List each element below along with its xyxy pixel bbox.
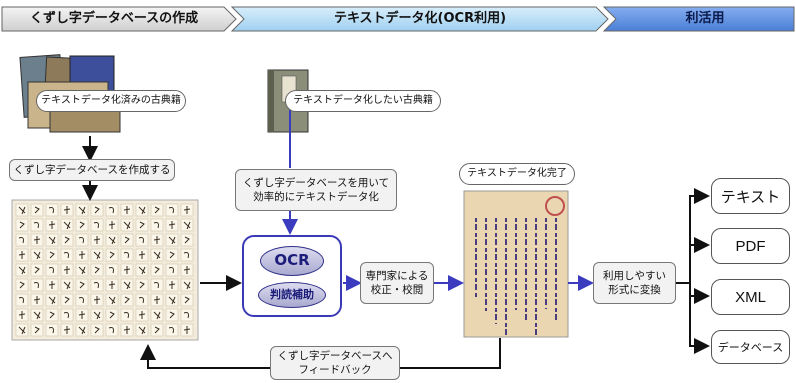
reading-assist-pill: 判読補助	[258, 282, 326, 308]
step-use-db: くずし字データベースを用いて 効率的にテキストデータ化	[235, 169, 397, 211]
stage-1-chevron	[1, 6, 237, 32]
output-pdf: PDF	[711, 228, 790, 264]
bubble-target-books: テキストデータ化したい古典籍	[285, 90, 441, 112]
output-text: テキスト	[711, 178, 790, 214]
stage-2-chevron	[230, 6, 609, 32]
step-create-db: くずし字データベースを作成する	[9, 159, 175, 181]
step-proofread: 専門家による 校正・校閲	[360, 262, 434, 304]
bubble-digitized-books: テキストデータ化済みの古典籍	[36, 90, 186, 112]
stage-3-chevron	[602, 6, 795, 32]
character-grid-image	[11, 199, 199, 341]
bubble-completed: テキストデータ化完了	[459, 163, 575, 185]
step-feedback: くずし字データベースへ フィードバック	[270, 346, 400, 380]
ocr-pill: OCR	[260, 246, 324, 276]
stage-2-label: テキストデータ化(OCR利用)	[333, 11, 507, 26]
output-xml: XML	[711, 279, 790, 315]
ocr-frame: OCR 判読補助	[242, 235, 342, 317]
stage-1-label: くずし字データベースの作成	[29, 11, 199, 26]
output-database: データベース	[711, 330, 790, 364]
stage-3-label: 利活用	[685, 11, 725, 26]
document-page-image	[463, 190, 569, 338]
step-convert: 利用しやすい 形式に変換	[593, 262, 676, 304]
